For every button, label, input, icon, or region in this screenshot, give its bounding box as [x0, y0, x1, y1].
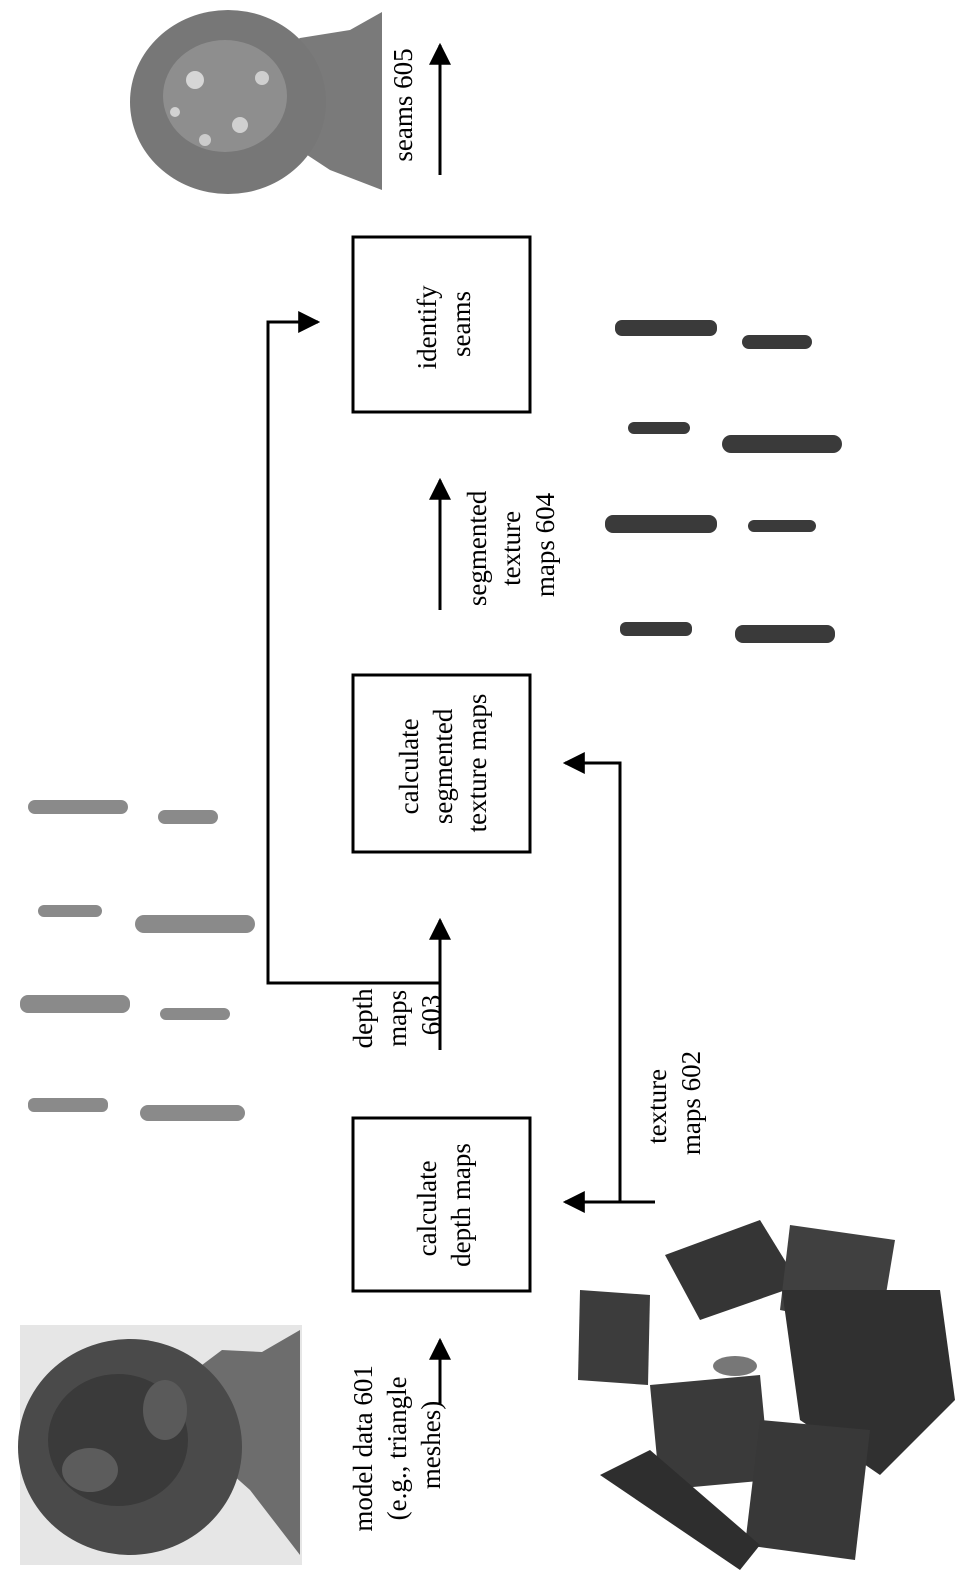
depth-maps-label: depth maps 603 [348, 982, 446, 1049]
texture-to-segment-connector [562, 752, 622, 1202]
segmented-texture-maps-label: segmented texture maps 604 [462, 484, 560, 606]
depth-maps-line-3: 603 [416, 995, 446, 1036]
texture-maps-label: texture maps 602 [642, 1051, 706, 1155]
segment-box-line-2: segmented [428, 708, 458, 824]
head-mesh-seams-image [130, 10, 382, 194]
segment-box-line-1: calculate [394, 718, 424, 814]
depth-maps-line-2: maps [382, 990, 412, 1047]
calculate-depth-maps-box [351, 1116, 532, 1293]
identify-seams-label: identify seams [412, 279, 476, 370]
depth-box-line-1: calculate [412, 1160, 442, 1256]
segment-box-line-3: texture maps [462, 694, 492, 833]
camera-capture-scene-image [578, 1220, 955, 1570]
depth-box-line-2: depth maps [446, 1143, 476, 1267]
texture-maps-line-1: texture [642, 1069, 672, 1144]
model-data-label: model data 601 (e.g., triangle meshes) [348, 1358, 446, 1531]
model-data-line-2: (e.g., triangle [382, 1376, 412, 1520]
model-data-line-3: meshes) [416, 1401, 446, 1489]
head-mesh-input-image [18, 1325, 302, 1565]
seams-box-line-2: seams [446, 291, 476, 357]
depth-maps-line-1: depth [348, 988, 378, 1048]
seams-box-line-1: identify [412, 285, 442, 369]
texture-maps-line-2: maps 602 [676, 1051, 706, 1155]
segmented-maps-line-2: texture [496, 511, 526, 586]
segmented-maps-line-1: segmented [462, 490, 492, 606]
seams-line-1: seams 605 [388, 48, 418, 161]
segmented-map-silhouettes-image [605, 320, 842, 643]
segmented-maps-line-3: maps 604 [530, 492, 560, 597]
identify-seams-box [351, 235, 532, 414]
seams-label: seams 605 [388, 48, 418, 161]
model-data-line-1: model data 601 [348, 1365, 378, 1531]
depth-map-silhouettes-image [20, 800, 255, 1121]
calculate-segmented-texture-maps-box [351, 673, 532, 854]
depth-to-seams-connector [266, 311, 440, 985]
calculate-segmented-texture-maps-label: calculate segmented texture maps [394, 694, 492, 833]
calculate-depth-maps-label: calculate depth maps [412, 1143, 476, 1267]
